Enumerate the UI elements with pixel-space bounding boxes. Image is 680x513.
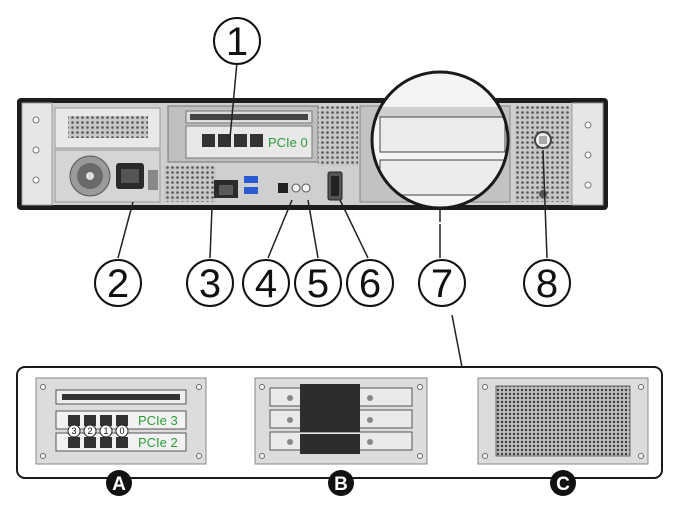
callout-8-label: 8 <box>536 262 558 306</box>
panel-letter-b-label: B <box>334 474 348 495</box>
callout-2-label: 2 <box>107 262 129 306</box>
callout-6: 6 <box>346 259 394 307</box>
vga-port <box>327 171 343 201</box>
port-number-0: 0 <box>119 426 124 436</box>
pcie3-label: PCIe 3 <box>138 413 178 428</box>
power-supply <box>54 107 161 203</box>
usb-ports <box>244 176 258 194</box>
callout-3: 3 <box>186 259 234 307</box>
panel-letter-c-label: C <box>556 474 570 495</box>
callout-5-label: 5 <box>307 262 329 306</box>
port-number-labels: 3 2 1 0 <box>67 424 129 438</box>
panel-letter-c: C <box>550 470 576 496</box>
magnifier-circle <box>370 70 510 222</box>
port-number-2: 2 <box>87 426 92 436</box>
pcie2-label: PCIe 2 <box>138 435 178 450</box>
panel-letter-a-label: A <box>112 474 126 495</box>
port-number-1: 1 <box>103 426 108 436</box>
callout-6-label: 6 <box>359 262 381 306</box>
panel-a-quad-port-cards: PCIe 3 PCIe 2 3 2 1 0 <box>35 377 207 465</box>
leader-lines <box>117 61 548 368</box>
callout-4: 4 <box>242 259 290 307</box>
pcie0-label: PCIe 0 <box>268 135 308 150</box>
panel-c-filler-vent <box>477 377 649 465</box>
rj45-ports-slot0 <box>202 134 263 147</box>
callout-1-label: 1 <box>226 20 248 64</box>
callout-5: 5 <box>294 259 342 307</box>
serial-port <box>278 183 288 193</box>
callout-7: 7 <box>418 259 466 307</box>
port-number-3: 3 <box>71 426 76 436</box>
panel-letter-b: B <box>328 470 354 496</box>
io-vents <box>164 106 358 202</box>
callout-3-label: 3 <box>199 262 221 306</box>
callout-4-label: 4 <box>255 262 277 306</box>
panel-b-heatsink-cards <box>254 377 428 465</box>
panel-letter-a: A <box>106 470 132 496</box>
callout-1: 1 <box>213 17 261 65</box>
pcie-slot-0: PCIe 0 <box>167 105 319 163</box>
network-management-port <box>214 180 238 198</box>
status-leds <box>291 183 311 193</box>
callout-8: 8 <box>523 259 571 307</box>
callout-2: 2 <box>94 259 142 307</box>
callout-7-label: 7 <box>431 262 453 306</box>
